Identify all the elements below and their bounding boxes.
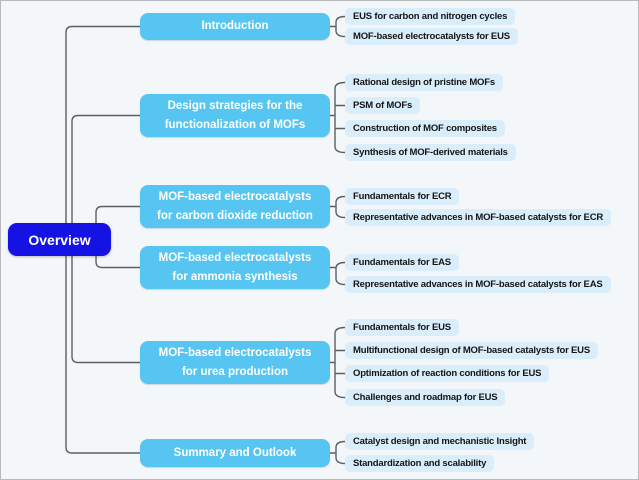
bracket-eas [329, 261, 346, 286]
bracket-design-strategies [329, 81, 346, 154]
node-leaf-standardization-scalability[interactable]: Standardization and scalability [345, 455, 495, 472]
connector-overview-design-strategies [71, 114, 141, 241]
connector-overview-introduction [65, 25, 141, 241]
connector-overview-eas [95, 239, 141, 269]
node-branch-urea[interactable]: MOF-based electrocatalysts for urea prod… [140, 341, 330, 384]
node-leaf-fundamentals-eus[interactable]: Fundamentals for EUS [345, 319, 459, 336]
node-leaf-optimization-eus[interactable]: Optimization of reaction conditions for … [345, 365, 550, 382]
bracket-ecr [329, 195, 346, 219]
bracket-introduction [329, 15, 346, 38]
node-leaf-challenges-roadmap-eus[interactable]: Challenges and roadmap for EUS [345, 389, 506, 406]
bracket-summary [329, 440, 346, 465]
node-leaf-multifunctional-design-eus[interactable]: Multifunctional design of MOF-based cata… [345, 342, 598, 359]
node-leaf-psm-of-mofs[interactable]: PSM of MOFs [345, 97, 421, 114]
node-leaf-fundamentals-ecr[interactable]: Fundamentals for ECR [345, 188, 460, 205]
node-branch-ecr[interactable]: MOF-based electrocatalysts for carbon di… [140, 185, 330, 228]
node-leaf-fundamentals-eas[interactable]: Fundamentals for EAS [345, 254, 459, 271]
bracket-urea [329, 326, 346, 399]
node-branch-eas[interactable]: MOF-based electrocatalysts for ammonia s… [140, 246, 330, 289]
connector-overview-summary [65, 239, 141, 454]
node-leaf-mof-derived-materials[interactable]: Synthesis of MOF-derived materials [345, 144, 516, 161]
node-branch-design-strategies[interactable]: Design strategies for the functionalizat… [140, 94, 330, 137]
node-leaf-rational-design[interactable]: Rational design of pristine MOFs [345, 74, 503, 91]
node-leaf-advances-eas[interactable]: Representative advances in MOF-based cat… [345, 276, 611, 293]
connector-overview-urea [71, 239, 141, 364]
node-leaf-advances-ecr[interactable]: Representative advances in MOF-based cat… [345, 209, 612, 226]
node-leaf-mof-composites[interactable]: Construction of MOF composites [345, 120, 505, 137]
node-leaf-catalyst-design-insight[interactable]: Catalyst design and mechanistic Insight [345, 433, 535, 450]
node-overview[interactable]: Overview [8, 223, 111, 256]
node-branch-introduction[interactable]: Introduction [140, 13, 330, 40]
connector-overview-ecr [95, 205, 141, 241]
node-leaf-mof-electrocatalysts-eus[interactable]: MOF-based electrocatalysts for EUS [345, 28, 518, 45]
node-leaf-eus-cycles[interactable]: EUS for carbon and nitrogen cycles [345, 8, 516, 25]
node-branch-summary[interactable]: Summary and Outlook [140, 439, 330, 467]
